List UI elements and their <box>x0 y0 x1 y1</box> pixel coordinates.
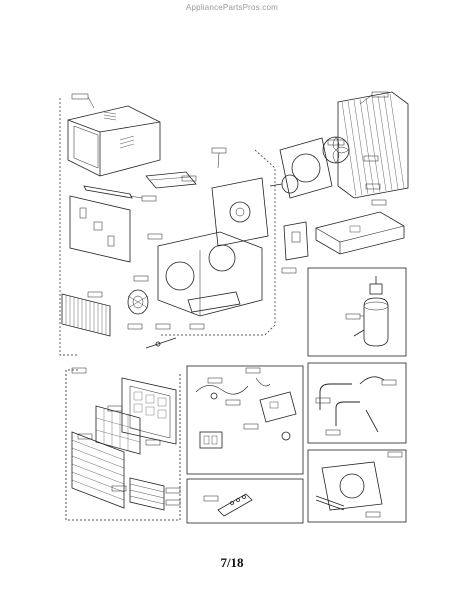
motor-bracket <box>283 221 309 261</box>
scroll-housing <box>157 231 263 317</box>
compressor <box>353 276 389 347</box>
knob <box>281 431 291 441</box>
condenser-coil <box>337 91 409 199</box>
partition-plate <box>145 171 197 189</box>
orifice-parts <box>315 461 383 511</box>
control-harness <box>195 377 271 400</box>
condenser-fan <box>322 136 350 164</box>
orifice-barrier <box>279 137 333 199</box>
piping-assembly <box>319 376 385 433</box>
remote-control <box>217 493 253 517</box>
rail <box>83 185 133 199</box>
blower-wheel <box>127 289 149 315</box>
drain-pan <box>187 291 241 313</box>
subassembly-box-compressor <box>307 267 407 357</box>
callout-labels <box>71 91 403 518</box>
air-filter <box>95 405 141 455</box>
switch-block <box>199 431 223 449</box>
front-panel-frame <box>121 377 177 445</box>
pipe <box>145 337 177 349</box>
subassembly-box-basepan <box>307 449 407 523</box>
louvers <box>129 477 165 511</box>
cabinet <box>67 105 161 177</box>
subassembly-box-piping <box>307 362 407 444</box>
group-outline-main <box>59 98 276 356</box>
watermark: AppliancePartsPros.com <box>186 3 278 12</box>
subassembly-box-control <box>186 365 304 475</box>
fan-motor <box>269 174 299 194</box>
front-grille <box>71 431 125 509</box>
base-pan <box>315 211 405 255</box>
control-board <box>259 391 297 423</box>
evaporator-coil <box>61 293 111 337</box>
subassembly-box-remote <box>186 478 304 524</box>
subassembly-box-front-grille <box>65 369 181 521</box>
page-number: 7/18 <box>220 555 244 570</box>
shroud-bracket <box>211 177 269 247</box>
side-panel <box>69 195 131 263</box>
